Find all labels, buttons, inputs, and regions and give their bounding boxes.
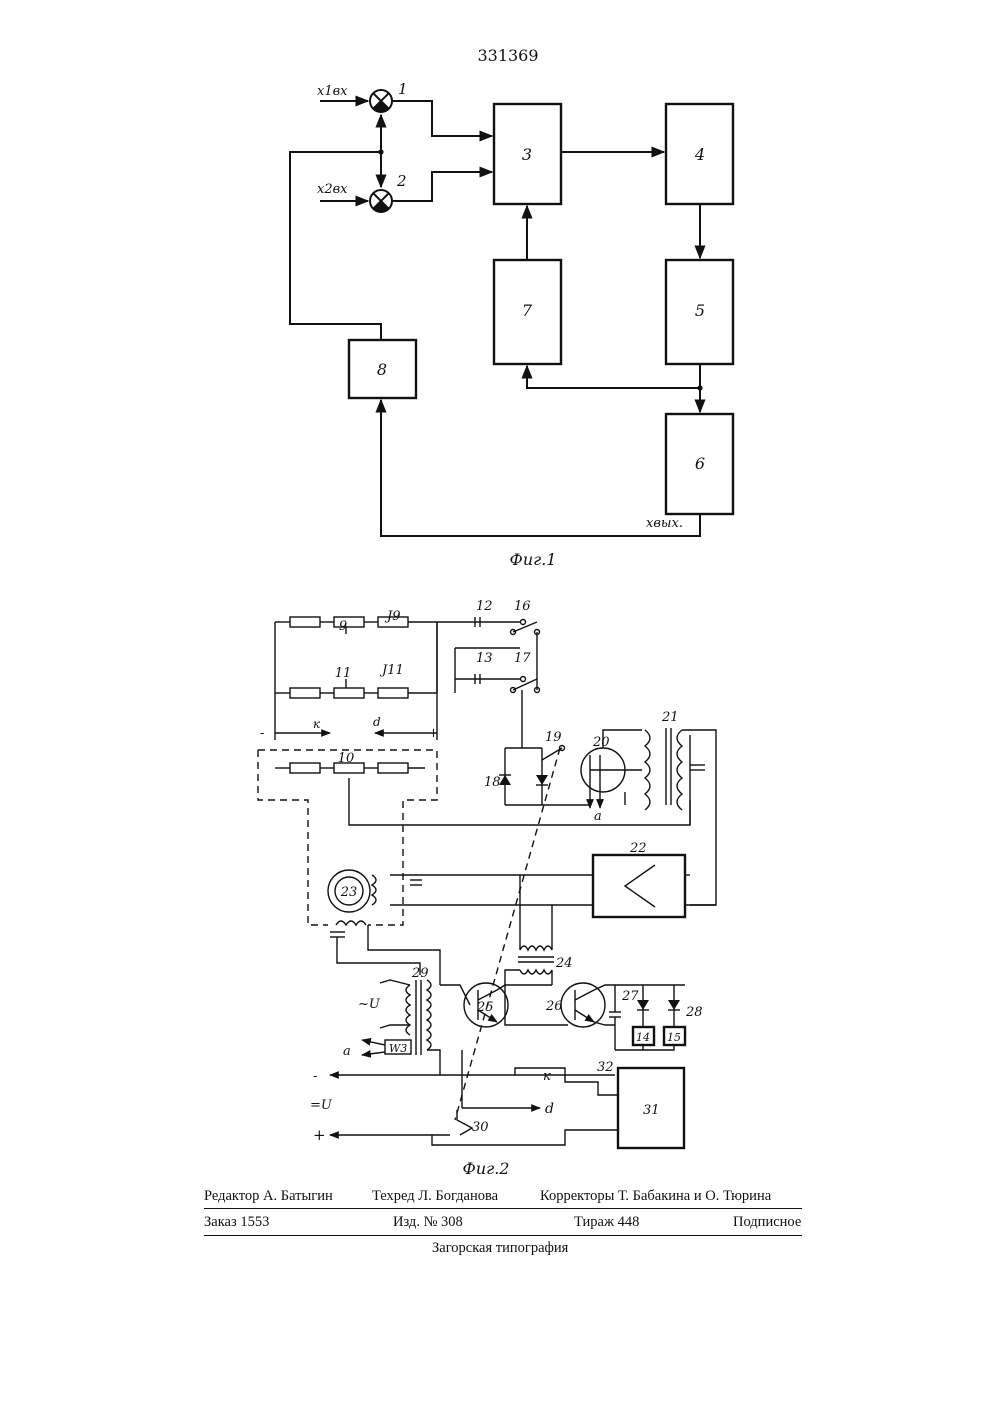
svg-text:22: 22: [629, 841, 647, 856]
printing-house: Загорская типография: [432, 1240, 568, 1257]
svg-text:15: 15: [667, 1031, 681, 1044]
svg-text:29: 29: [411, 966, 429, 981]
block-6-label: 6: [695, 454, 705, 473]
input-x2-label: x2вх: [317, 182, 348, 197]
fig1-caption: Фиг.1: [510, 550, 557, 569]
techred-credit: Техред Л. Богданова: [372, 1188, 498, 1205]
svg-text:21: 21: [661, 710, 679, 725]
dc-buses: [330, 1050, 684, 1148]
svg-text:26: 26: [545, 999, 563, 1014]
footer-rule-1: [204, 1208, 802, 1209]
summing-node-2: [370, 190, 392, 217]
block-4-label: 4: [694, 145, 705, 164]
svg-text:-: -: [313, 1069, 317, 1084]
edition-number: Изд. № 308: [393, 1214, 463, 1231]
order-number: Заказ 1553: [204, 1214, 269, 1231]
svg-text:+: +: [428, 726, 439, 741]
svg-text:~U: ~U: [358, 997, 381, 1012]
fig2-caption: Фиг.2: [463, 1159, 510, 1178]
svg-text:-: -: [260, 726, 264, 741]
subscription-note: Подписное: [733, 1214, 801, 1231]
svg-text:30: 30: [472, 1120, 489, 1135]
summing-node-1: [370, 90, 392, 117]
svg-text:J11: J11: [379, 663, 404, 678]
svg-text:18: 18: [484, 775, 501, 790]
svg-text:25: 25: [476, 1000, 494, 1015]
svg-text:=U: =U: [310, 1098, 333, 1113]
svg-text:13: 13: [476, 651, 493, 666]
svg-text:d: d: [373, 715, 381, 729]
svg-text:d: d: [545, 1101, 554, 1117]
svg-text:23: 23: [340, 885, 358, 900]
svg-text:J9: J9: [384, 609, 400, 624]
svg-text:9: 9: [339, 619, 347, 634]
node-1-label: 1: [398, 80, 408, 98]
correctors-credit: Корректоры Т. Бабакина и О. Тюрина: [540, 1188, 771, 1205]
svg-text:12: 12: [476, 599, 493, 614]
svg-text:W3: W3: [389, 1042, 407, 1055]
svg-text:16: 16: [514, 599, 531, 614]
svg-text:24: 24: [555, 956, 573, 971]
svg-text:к: к: [313, 717, 321, 731]
diode-pair-18: [499, 746, 590, 806]
mechanical-link-dashed: [455, 748, 560, 1120]
svg-text:20: 20: [592, 735, 610, 750]
node-2-label: 2: [396, 172, 407, 190]
svg-text:a: a: [343, 1044, 351, 1059]
svg-text:27: 27: [621, 989, 639, 1004]
transistor-25: [440, 983, 552, 1027]
editor-credit: Редактор А. Батыгин: [204, 1188, 333, 1205]
fig2-diagram: 9 J9 11 J11 10 к d + - 12 16 13 17 19 18…: [258, 599, 716, 1178]
svg-text:17: 17: [514, 651, 531, 666]
svg-text:32: 32: [597, 1060, 614, 1075]
block-5-label: 5: [695, 301, 705, 320]
svg-text:31: 31: [643, 1103, 660, 1118]
output-x-label: xвых.: [646, 516, 683, 531]
svg-text:28: 28: [685, 1005, 703, 1020]
block-7-label: 7: [522, 301, 533, 320]
patent-number: 331369: [477, 46, 538, 65]
fig1-diagram: 1 2 x1вх x2вх 3 4 5 6 7 8: [290, 80, 733, 569]
svg-text:a: a: [594, 809, 602, 824]
block-3-label: 3: [522, 145, 532, 164]
switch-block-16-17: [437, 617, 540, 748]
amplifier-22: [390, 855, 716, 917]
svg-text:к: к: [543, 1069, 551, 1084]
transformer-29: [362, 980, 440, 1075]
block-8-label: 8: [377, 360, 387, 379]
svg-text:19: 19: [545, 730, 562, 745]
print-run: Тираж 448: [574, 1214, 639, 1231]
input-x1-label: x1вх: [317, 84, 348, 99]
svg-text:14: 14: [636, 1031, 650, 1044]
svg-text:+: +: [313, 1126, 326, 1144]
svg-text:10: 10: [338, 751, 355, 766]
footer-rule-2: [204, 1235, 802, 1236]
svg-text:11: 11: [335, 666, 352, 681]
